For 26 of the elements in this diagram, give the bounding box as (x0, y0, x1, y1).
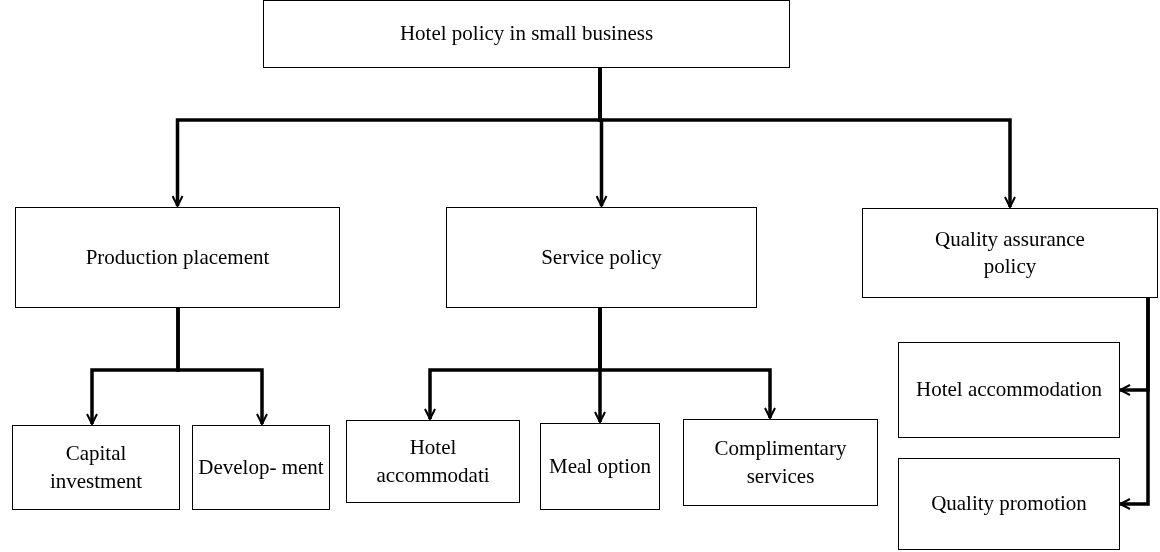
box-label: Hotel policy in small business (399, 20, 654, 48)
process-box (446, 207, 757, 308)
process-box (192, 425, 330, 510)
process-box (12, 425, 180, 510)
arrow (598, 308, 776, 419)
process-box (346, 420, 520, 503)
box-label: Meal option (548, 452, 652, 480)
process-box (862, 208, 1158, 298)
process-box (540, 423, 660, 510)
process-box (263, 0, 790, 68)
box-label: Hotel accommodation (916, 376, 1102, 404)
arrow (176, 308, 268, 425)
process-box (898, 458, 1120, 550)
arrow (1119, 298, 1150, 510)
box-label: Service policy (541, 243, 662, 271)
box-label: Develop- ment (198, 453, 324, 481)
process-box (683, 419, 878, 506)
process-box (15, 207, 340, 308)
box-label: Complimentary services (713, 435, 848, 490)
box-label: Capital investment (48, 440, 144, 495)
arrow (598, 68, 1016, 208)
process-box (898, 342, 1120, 438)
box-label: Hotel accommodati (375, 434, 491, 489)
box-label: Production placement (85, 243, 270, 271)
box-label: Quality assurance policy (934, 225, 1086, 280)
box-label: Quality promotion (931, 490, 1087, 518)
